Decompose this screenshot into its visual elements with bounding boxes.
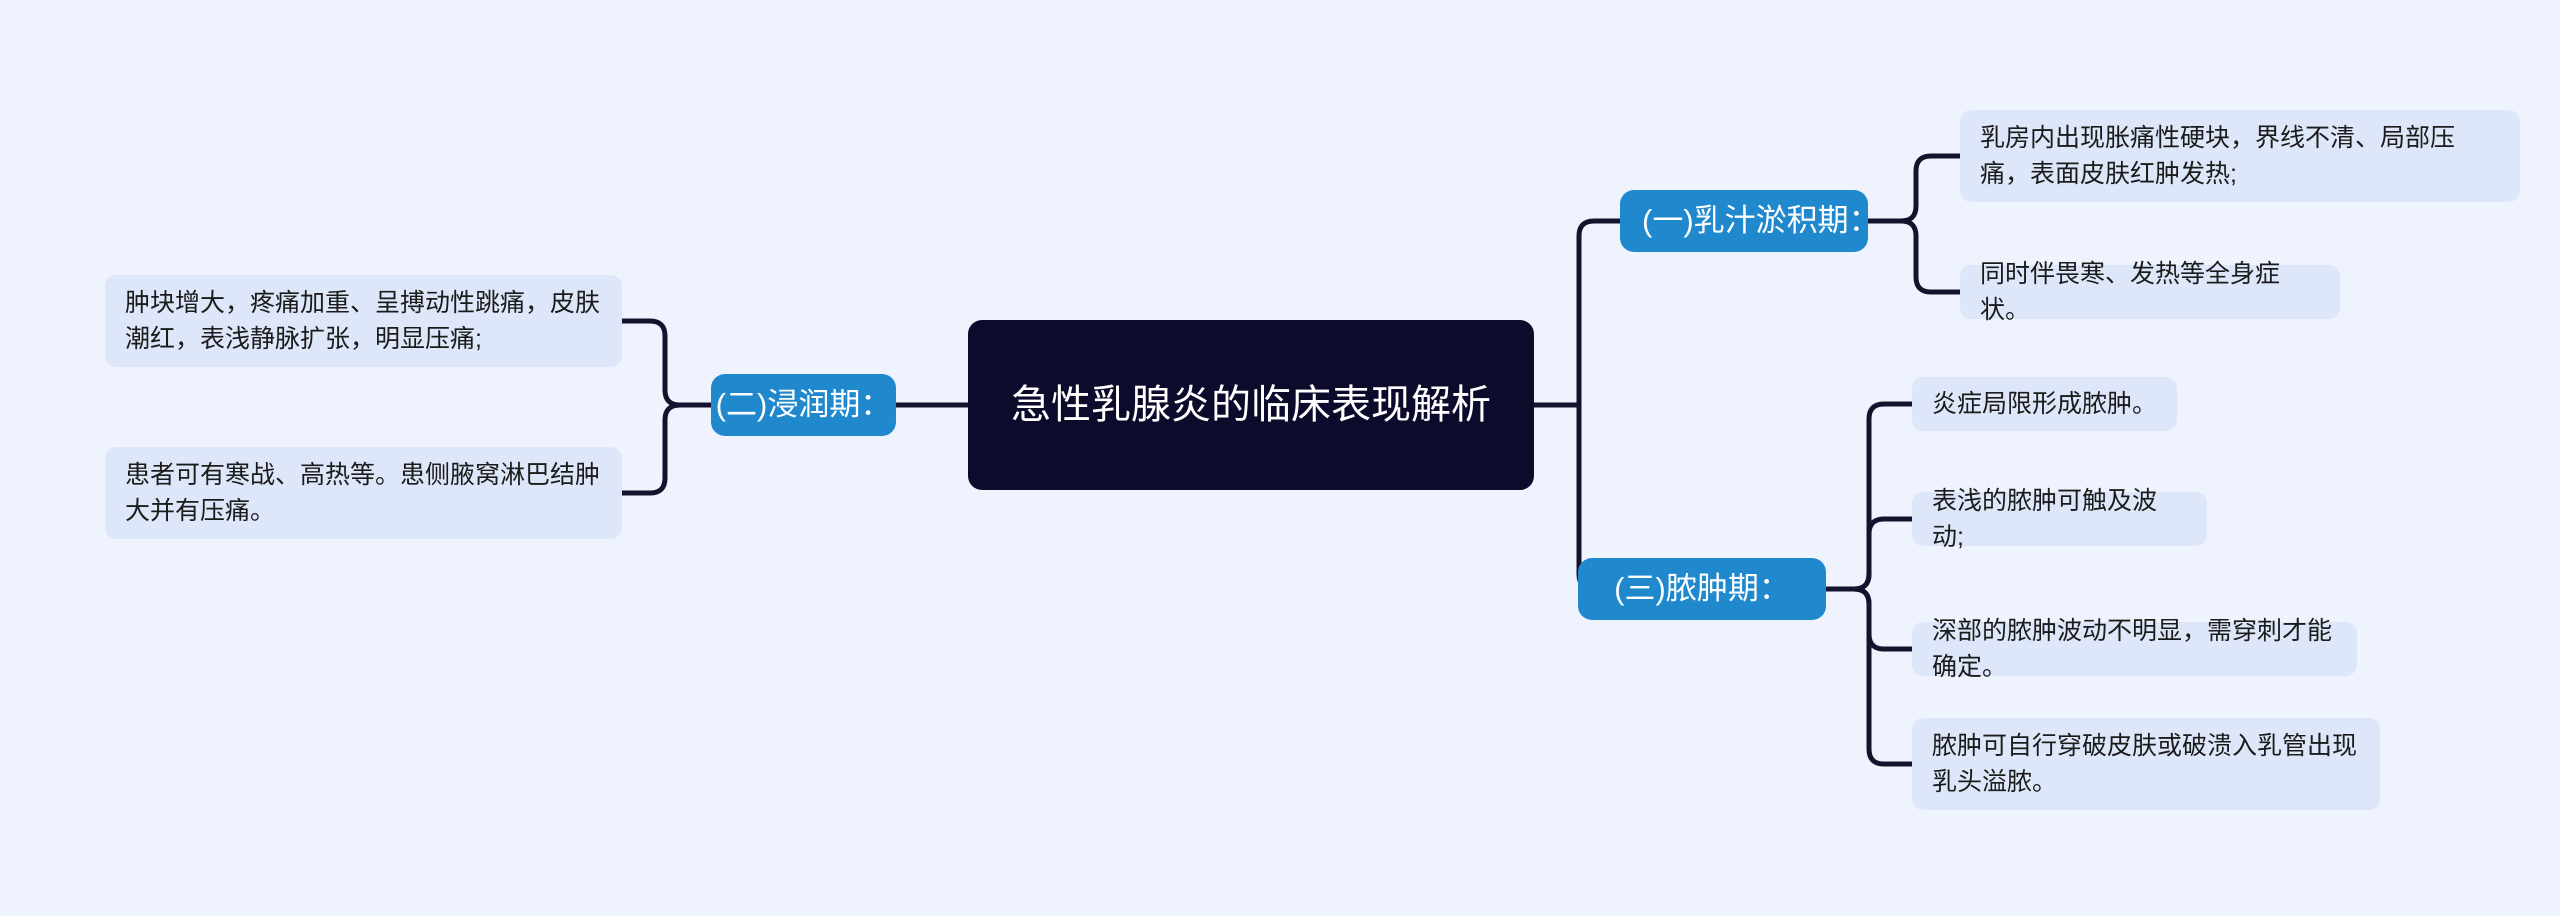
branch-node-label: (二)浸润期： — [715, 386, 892, 422]
leaf-node-1-1[interactable]: 乳房内出现胀痛性硬块，界线不清、局部压痛，表面皮肤红肿发热; — [1960, 110, 2520, 202]
leaf-node-label: 肿块增大，疼痛加重、呈搏动性跳痛，皮肤潮红，表浅静脉扩张，明显压痛; — [125, 288, 601, 353]
leaf-node-3-2[interactable]: 表浅的脓肿可触及波动; — [1912, 487, 2207, 551]
connector-branch1-leaf1 — [1865, 153, 1963, 224]
leaf-node-3-4[interactable]: 脓肿可自行穿破皮肤或破溃入乳管出现乳头溢脓。 — [1912, 718, 2380, 810]
branch-node-infiltration[interactable]: (二)浸润期： — [711, 374, 896, 436]
leaf-node-label: 患者可有寒战、高热等。患侧腋窝淋巴结肿大并有压痛。 — [125, 460, 601, 525]
leaf-node-label: 炎症局限形成脓肿。 — [1932, 389, 2158, 418]
leaf-node-label: 同时伴畏寒、发热等全身症状。 — [1980, 259, 2281, 324]
leaf-node-1-2[interactable]: 同时伴畏寒、发热等全身症状。 — [1960, 260, 2340, 324]
connector-branch3-leaf1 — [1823, 401, 1915, 592]
branch-node-label: (一)乳汁淤积期： — [1642, 202, 1880, 238]
branch-node-abscess[interactable]: (三)脓肿期： — [1578, 558, 1826, 620]
leaf-node-label: 乳房内出现胀痛性硬块，界线不清、局部压痛，表面皮肤红肿发热; — [1980, 123, 2456, 188]
branch-node-label: (三)脓肿期： — [1614, 570, 1790, 606]
branch-node-lactation-stasis[interactable]: (一)乳汁淤积期： — [1620, 190, 1880, 252]
connector-branch3-leaf3 — [1823, 586, 1915, 652]
leaf-node-label: 脓肿可自行穿破皮肤或破溃入乳管出现乳头溢脓。 — [1932, 731, 2358, 796]
leaf-node-3-3[interactable]: 深部的脓肿波动不明显，需穿刺才能确定。 — [1912, 617, 2357, 681]
connector-branch3-leaf2 — [1823, 516, 1915, 592]
connector-right-trunk — [1576, 218, 1623, 408]
root-node-label: 急性乳腺炎的临床表现解析 — [1011, 382, 1491, 427]
connector-branch3-leaf4 — [1823, 586, 1915, 767]
connector-branch1-leaf2 — [1865, 218, 1963, 295]
root-node[interactable]: 急性乳腺炎的临床表现解析 — [968, 320, 1534, 490]
leaf-node-label: 表浅的脓肿可触及波动; — [1932, 486, 2158, 551]
leaf-node-2-1[interactable]: 肿块增大，疼痛加重、呈搏动性跳痛，皮肤潮红，表浅静脉扩张，明显压痛; — [105, 275, 622, 367]
connector-branch2-leaf2 — [619, 402, 714, 496]
leaf-node-2-2[interactable]: 患者可有寒战、高热等。患侧腋窝淋巴结肿大并有压痛。 — [105, 447, 622, 539]
leaf-node-3-1[interactable]: 炎症局限形成脓肿。 — [1912, 377, 2177, 431]
connector-branch2-leaf1 — [619, 318, 714, 408]
leaf-node-label: 深部的脓肿波动不明显，需穿刺才能确定。 — [1932, 616, 2333, 681]
